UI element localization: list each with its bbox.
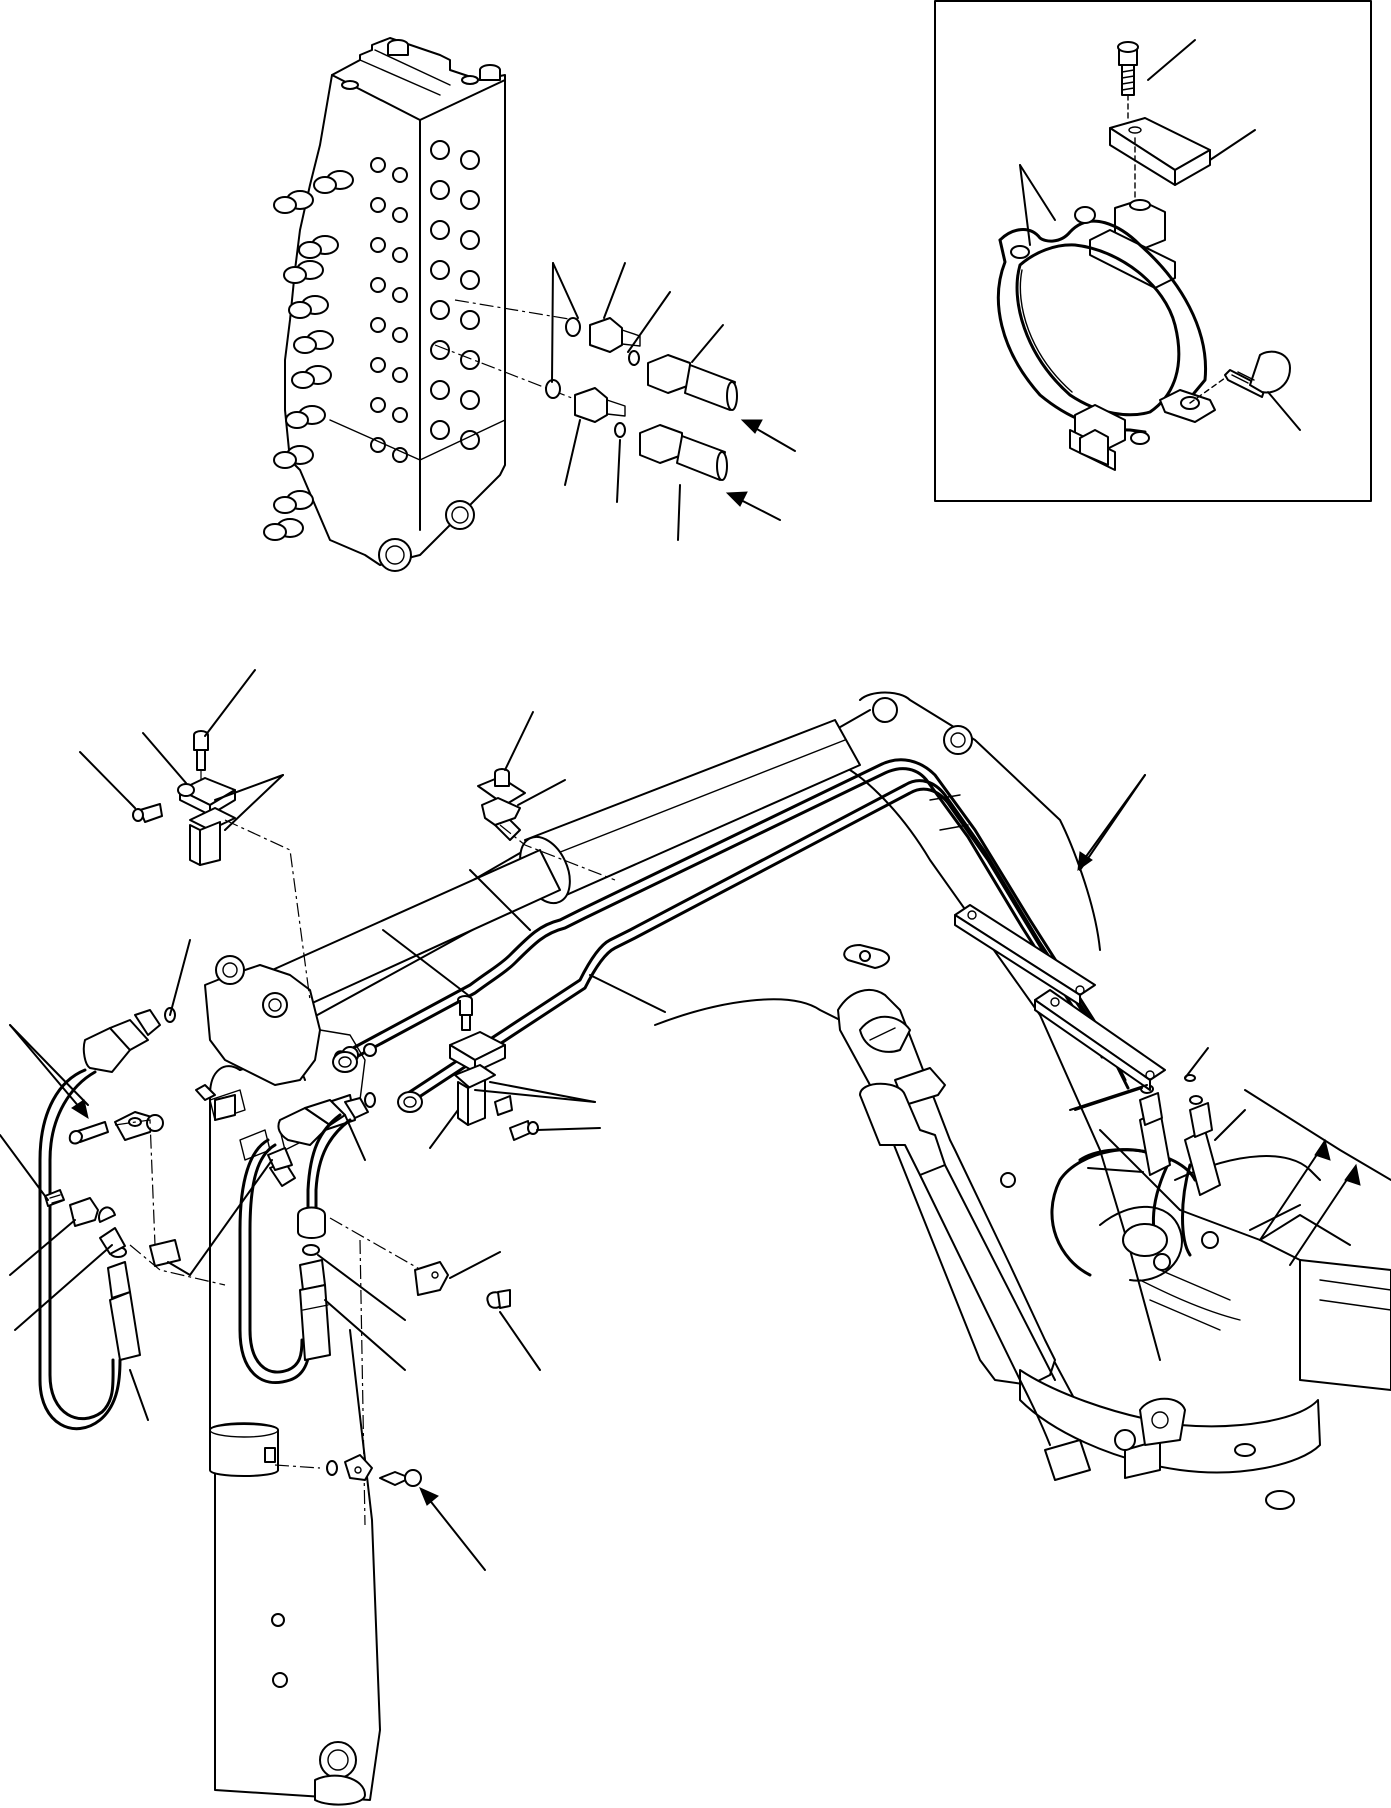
control-valve-icon (263, 37, 506, 572)
arm-cylinder (859, 1082, 1186, 1481)
inset-detail-frame (934, 0, 1372, 502)
hose-fitting-icon (38, 1007, 296, 1431)
pipe-clamp-icon (477, 776, 1166, 1091)
valve-ports (370, 140, 480, 572)
valve-leaders (551, 262, 724, 541)
diagram-leaders (0, 669, 1246, 1421)
pipe-clamp-icon (274, 1454, 422, 1487)
arrow-icon (725, 419, 796, 521)
hose-fitting-icon (434, 299, 738, 481)
inset-leaders (1019, 39, 1301, 431)
boom-pipes (338, 758, 1130, 1105)
hose-fitting-icon (238, 1092, 511, 1526)
pipe-clamp-icon (132, 730, 616, 1141)
boom-icon (249, 691, 1161, 1441)
pipe-clamp-icon (996, 41, 1291, 471)
base-frame (1019, 1089, 1391, 1510)
valve-spools (263, 170, 354, 541)
arrow-icon (1259, 1138, 1361, 1266)
arrow-icon (9, 774, 1146, 1571)
